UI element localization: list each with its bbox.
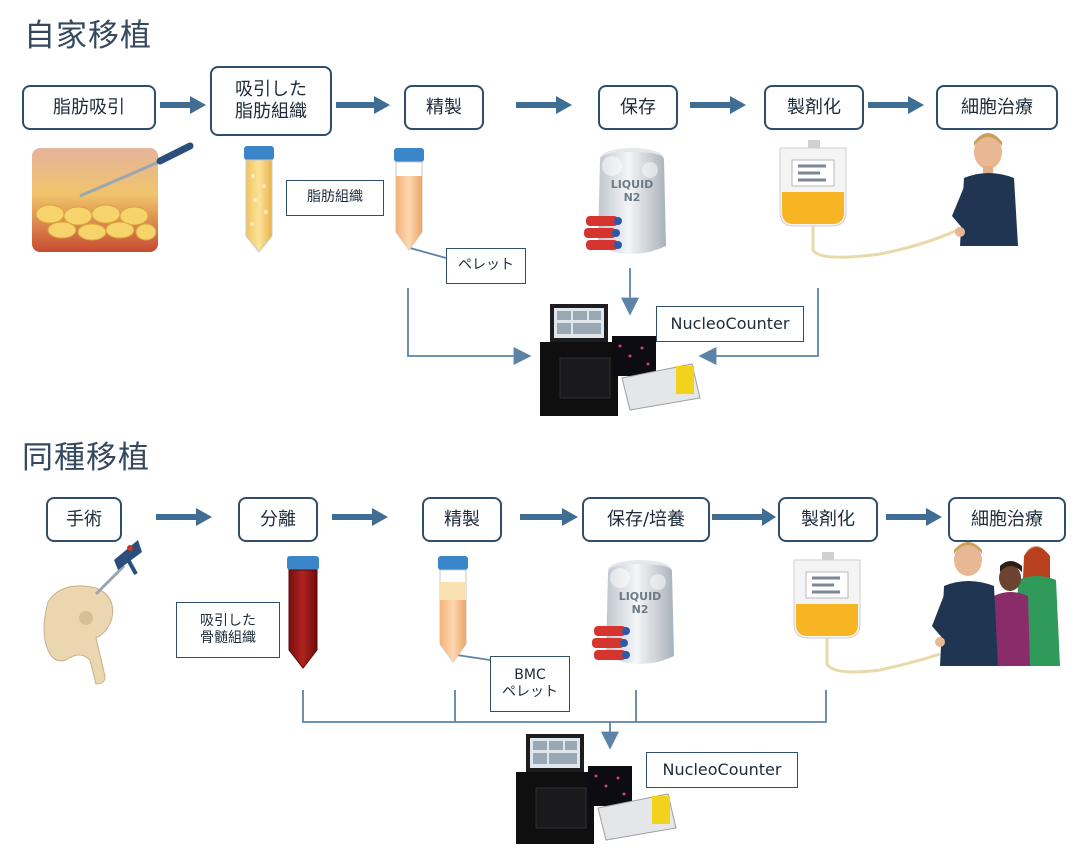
- nucleocounter-device-icon: [540, 304, 701, 416]
- allogeneic-title: 同種移植: [22, 440, 150, 476]
- pellet-tube-icon: [394, 148, 424, 251]
- liquid-nitrogen-tank-icon-2: [592, 560, 674, 664]
- step-surgery: 手術: [46, 497, 122, 542]
- step-storage-culture: 保存/培養: [582, 497, 710, 542]
- step-separation: 分離: [238, 497, 318, 542]
- marrow-tube-icon: [287, 556, 319, 669]
- tank-label-2: LIQUID N2: [618, 590, 662, 616]
- skin-section-icon: [32, 142, 194, 252]
- step-formulation: 製剤化: [764, 85, 864, 130]
- patients-group-icon: [932, 542, 1060, 666]
- liquid-nitrogen-tank-icon: [584, 148, 666, 254]
- top-connectors: [407, 247, 819, 365]
- step-cell-therapy: 細胞治療: [936, 85, 1058, 130]
- label-nucleocounter-2: NucleoCounter: [646, 752, 798, 788]
- fat-tube-icon: [244, 146, 274, 253]
- step-liposuction: 脂肪吸引: [22, 85, 156, 130]
- bmc-tube-icon: [438, 556, 468, 663]
- nucleocounter-device-icon-2: [516, 734, 677, 844]
- step-formulation-2: 製剤化: [778, 497, 878, 542]
- iv-bag-icon: [779, 140, 967, 259]
- patient-icon: [952, 133, 1018, 246]
- step-purification-2: 精製: [422, 497, 502, 542]
- hip-bone-icon: [43, 540, 142, 685]
- label-nucleocounter: NucleoCounter: [656, 306, 804, 342]
- step-storage: 保存: [598, 85, 678, 130]
- label-aspirated-marrow: 吸引した 骨髄組織: [176, 602, 280, 658]
- tank-label: LIQUID N2: [610, 178, 654, 204]
- label-bmc-pellet: BMC ペレット: [490, 656, 570, 712]
- bottom-flow-arrows: [156, 508, 942, 526]
- label-pellet: ペレット: [446, 248, 526, 284]
- top-flow-arrows: [160, 96, 924, 114]
- step-cell-therapy-2: 細胞治療: [948, 497, 1066, 542]
- label-adipose-tissue: 脂肪組織: [286, 180, 384, 216]
- step-purification: 精製: [404, 85, 484, 130]
- iv-bag-icon-2: [793, 552, 941, 674]
- autologous-title: 自家移植: [24, 18, 152, 54]
- step-aspirated-fat: 吸引した 脂肪組織: [210, 66, 332, 136]
- bottom-connectors: [302, 653, 827, 750]
